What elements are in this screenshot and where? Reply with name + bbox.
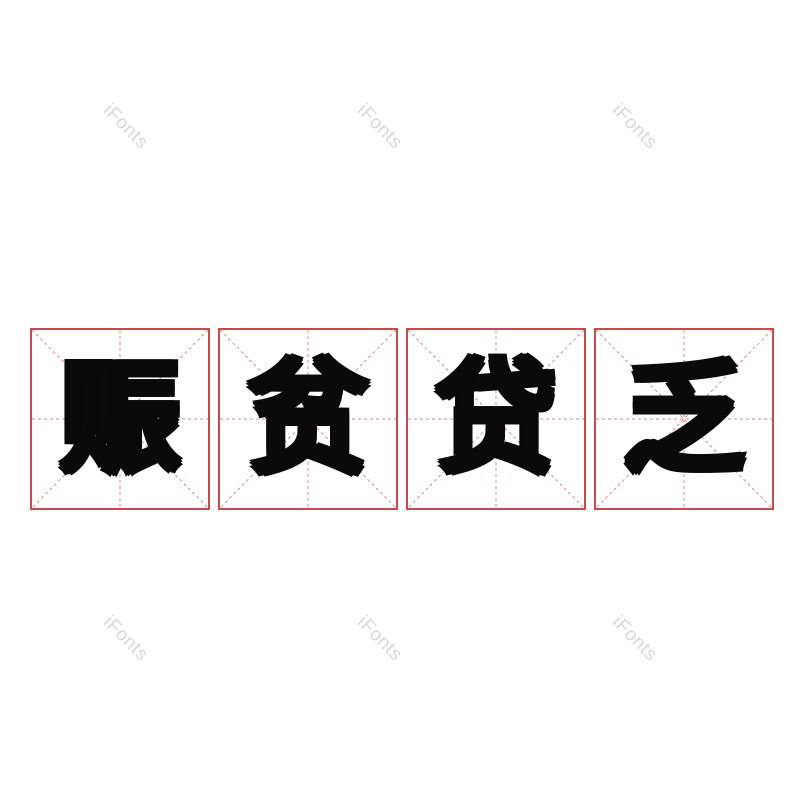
grid-guides xyxy=(408,330,584,508)
character-glyph: 贫 xyxy=(246,348,371,490)
watermark-text: iFonts xyxy=(352,99,407,154)
watermark-text: iFonts xyxy=(352,611,407,666)
character-grid: 赈 贫 贷 乏 xyxy=(30,328,774,510)
character-cell: 贫 xyxy=(218,328,398,510)
watermark-text: iFonts xyxy=(98,99,153,154)
watermark-text: iFonts xyxy=(98,611,153,666)
character-cell: 乏 xyxy=(594,328,774,510)
character-glyph: 赈 xyxy=(58,348,183,490)
character-cell: 贷 xyxy=(406,328,586,510)
watermark-text: iFonts xyxy=(607,611,662,666)
grid-guides xyxy=(32,330,208,508)
character-glyph: 贷 xyxy=(434,348,559,490)
grid-guides xyxy=(220,330,396,508)
character-cell: 赈 xyxy=(30,328,210,510)
watermark-text: iFonts xyxy=(607,99,662,154)
grid-guides xyxy=(596,330,772,508)
character-glyph: 乏 xyxy=(622,348,747,490)
